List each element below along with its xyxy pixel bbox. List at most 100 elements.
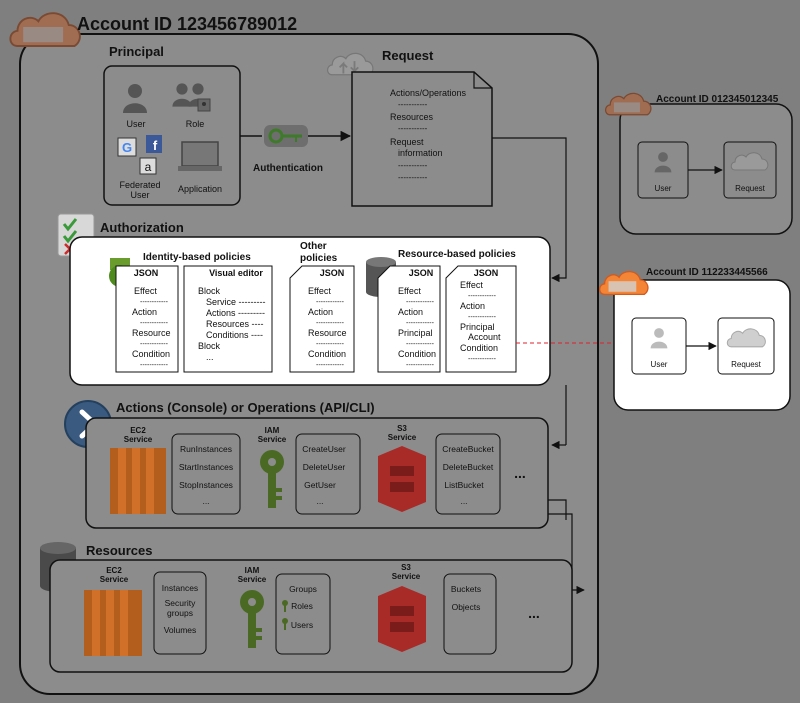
principal-title: Principal	[109, 44, 164, 59]
ec2-icon-actions	[110, 448, 166, 514]
actions-side-line	[548, 499, 567, 520]
request-to-authorization-arrow	[492, 137, 567, 283]
doc-line: Block	[198, 341, 221, 351]
resources-iam-label-1: IAM	[245, 566, 260, 575]
authorization-title: Authorization	[100, 220, 184, 235]
resources-title: Resources	[86, 543, 152, 558]
doc-line: Resources ----	[206, 319, 264, 329]
action-item: StopInstances	[179, 480, 233, 490]
account-b-cloud-icon	[604, 92, 652, 116]
request-line: Request	[390, 137, 424, 147]
doc-line: Effect	[398, 286, 421, 296]
action-item: ...	[460, 496, 467, 506]
actions-iam-list	[295, 433, 361, 515]
resources-s3-list	[443, 573, 497, 655]
doc-line: ------------	[140, 299, 169, 306]
action-item: CreateUser	[302, 444, 346, 454]
s3-icon-actions	[378, 446, 426, 512]
actions-to-resources-arrow	[548, 513, 585, 595]
resources-s3-label-2: Service	[392, 572, 421, 581]
request-document	[351, 71, 493, 207]
resources-s3-label-1: S3	[401, 563, 411, 572]
actions-iam-label-2: Service	[258, 435, 287, 444]
doc-line: Action	[398, 307, 423, 317]
doc-header: JSON	[320, 268, 345, 278]
doc-line: Action	[460, 301, 485, 311]
request-line: Actions/Operations	[390, 88, 467, 98]
resource-item: Objects	[452, 602, 481, 612]
doc-line: Principal	[460, 322, 495, 332]
action-item: CreateBucket	[442, 444, 494, 454]
svg-text:a: a	[145, 160, 152, 174]
svg-text:G: G	[122, 140, 132, 155]
resource-policies-title: Resource-based policies	[398, 249, 516, 260]
actions-ec2-label-2: Service	[124, 435, 153, 444]
resources-iam-list	[275, 573, 331, 655]
action-item: ...	[202, 496, 209, 506]
doc-line: ------------	[140, 341, 169, 348]
doc-line: Resource	[308, 328, 347, 338]
role-key-mini-icon	[282, 600, 288, 612]
ec2-icon-resources	[84, 590, 142, 656]
user-key-mini-icon	[282, 618, 288, 630]
account-c-title: Account ID 112233445566	[646, 267, 768, 278]
doc-line: Action	[308, 307, 333, 317]
doc-line: ...	[206, 352, 214, 362]
aws-cloud-icon	[9, 12, 81, 47]
action-item: RunInstances	[180, 444, 232, 454]
doc-line: Effect	[134, 286, 157, 296]
action-item: DeleteUser	[303, 462, 346, 472]
request-line: Resources	[390, 112, 434, 122]
doc-line: ------------	[406, 320, 435, 327]
other-policies-title-1: Other	[300, 241, 327, 252]
iam-key-icon-actions	[260, 450, 284, 508]
resource-item: groups	[167, 608, 193, 618]
request-line: -----------	[398, 100, 428, 109]
doc-line: ------------	[316, 362, 345, 369]
actions-ec2-list	[171, 433, 241, 515]
doc-line: Block	[198, 286, 221, 296]
doc-header: Visual editor	[209, 268, 263, 278]
action-item: ListBucket	[444, 480, 484, 490]
svg-text:f: f	[153, 138, 158, 153]
doc-line: Effect	[308, 286, 331, 296]
doc-line: ------------	[468, 293, 497, 300]
principal-user-label: User	[126, 119, 145, 129]
federated-user-icon: G f a	[117, 135, 162, 175]
authentication-label: Authentication	[253, 163, 323, 174]
resource-item: Roles	[291, 601, 313, 611]
doc-line: Resource	[132, 328, 171, 338]
doc-header: JSON	[474, 268, 499, 278]
application-icon	[178, 141, 222, 171]
actions-s3-label-1: S3	[397, 424, 407, 433]
doc-header: JSON	[409, 268, 434, 278]
resource-item: Security	[165, 598, 196, 608]
resources-iam-label-2: Service	[238, 575, 267, 584]
actions-title: Actions (Console) or Operations (API/CLI…	[116, 400, 375, 415]
account-c-cloud-icon	[598, 270, 649, 296]
doc-line: ------------	[468, 314, 497, 321]
request-line: -----------	[398, 161, 428, 170]
actions-ec2-label-1: EC2	[130, 426, 146, 435]
action-item: DeleteBucket	[443, 462, 494, 472]
principal-role-label: Role	[186, 119, 205, 129]
actions-more: ...	[514, 465, 526, 481]
resources-ec2-label-1: EC2	[106, 566, 122, 575]
doc-line: Principal	[398, 328, 433, 338]
doc-line: Actions ---------	[206, 308, 265, 318]
request-line: -----------	[398, 124, 428, 133]
action-item: StartInstances	[179, 462, 233, 472]
resources-more: ...	[528, 605, 540, 621]
doc-line: Effect	[460, 280, 483, 290]
resources-ec2-label-2: Service	[100, 575, 129, 584]
account-b-user-label: User	[655, 184, 672, 193]
resource-policy-doc-1: JSON Effect ------------ Action --------…	[377, 265, 441, 373]
resource-item: Instances	[162, 583, 198, 593]
doc-header: JSON	[134, 268, 159, 278]
actions-s3-label-2: Service	[388, 433, 417, 442]
action-item: ...	[316, 496, 323, 506]
other-policies-doc: JSON Effect ------------ Action --------…	[289, 265, 355, 373]
identity-json-doc: JSON Effect ------------ Action --------…	[115, 265, 179, 373]
resource-item: Users	[291, 620, 313, 630]
